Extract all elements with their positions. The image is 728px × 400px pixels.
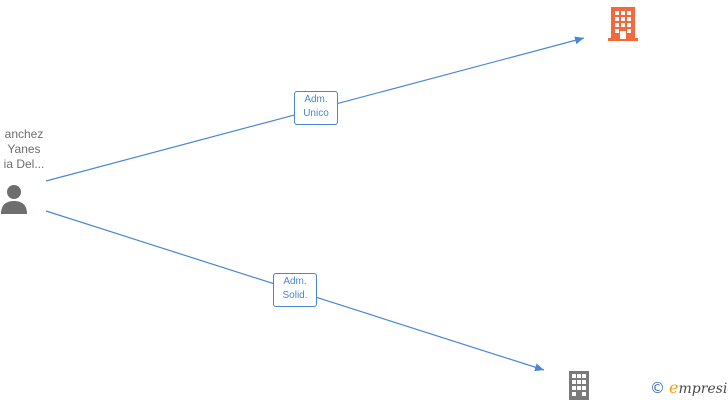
edge-label-adm-unico[interactable]: Adm. Unico — [294, 91, 338, 125]
person-name-line-1: anchez — [4, 127, 44, 141]
building-icon-secondary-company[interactable] — [566, 370, 592, 400]
person-name[interactable]: anchez Yanes ia Del... — [0, 127, 56, 172]
person-icon[interactable] — [0, 183, 30, 215]
person-name-line-3: ia Del... — [3, 157, 45, 171]
person-name-line-2: Yanes — [7, 142, 41, 156]
edge-label-line-1: Adm. — [304, 94, 328, 105]
edge-label-line-2: Unico — [303, 108, 329, 119]
edge-label-line-2: Solid. — [282, 290, 308, 301]
copyright-icon: © — [650, 379, 665, 397]
brand-initial: e — [669, 378, 679, 397]
empresia-watermark: ©empresia — [650, 378, 728, 398]
brand-name: mpresia — [678, 381, 728, 397]
edge-label-line-1: Adm. — [283, 276, 307, 287]
building-icon-main-company[interactable] — [608, 6, 638, 42]
edge-label-adm-solid[interactable]: Adm. Solid. — [273, 273, 317, 307]
